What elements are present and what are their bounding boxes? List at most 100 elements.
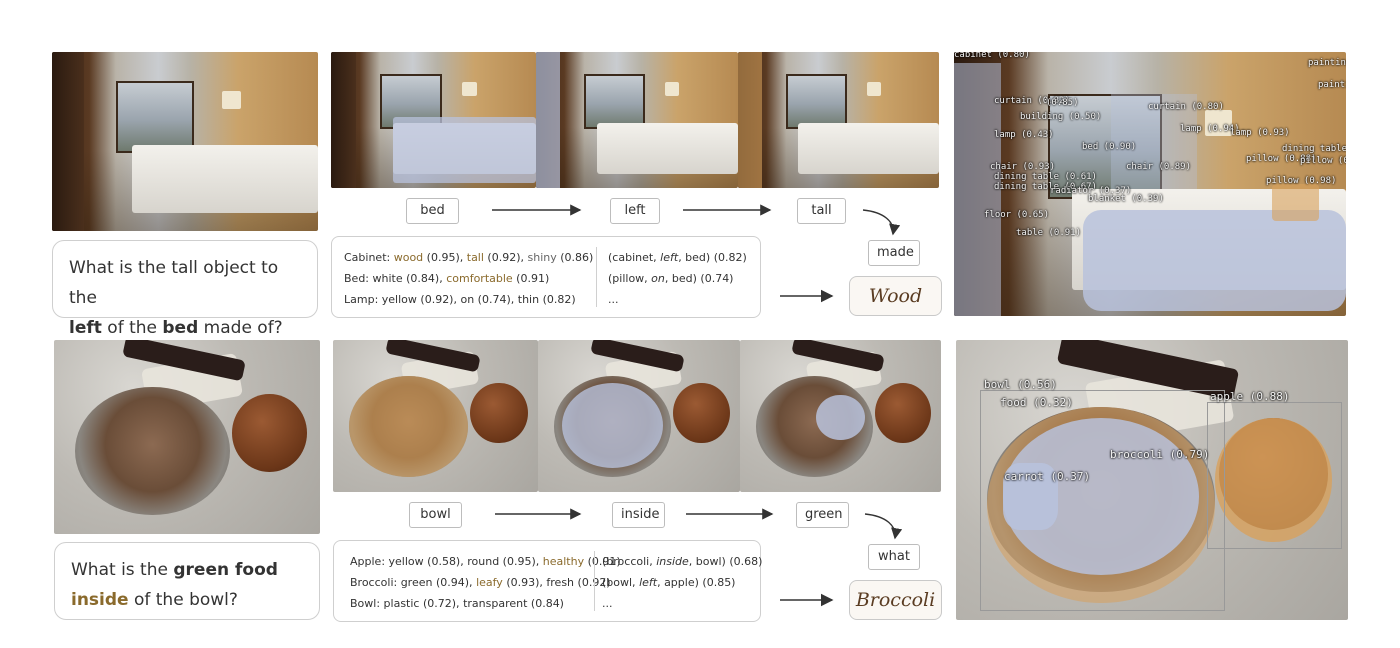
attr-value: green: [400, 576, 433, 589]
row2-step-bowl: bowl: [409, 502, 462, 528]
row1-input-photo: [52, 52, 318, 231]
row2-arrow-curve: [864, 513, 903, 540]
row2-segmentation-photo: bowl (0.56) food (0.32) apple (0.88) bro…: [956, 340, 1348, 620]
relation-close: , bed): [678, 251, 711, 264]
attr-value: shiny: [527, 251, 557, 264]
row1-relation-line: (cabinet, left, bed) (0.82): [608, 247, 747, 268]
row2-question-prefix: What is the: [71, 560, 174, 580]
row2-answer-box: Broccoli: [849, 580, 942, 620]
detection-label: carrot (0.37): [1004, 470, 1091, 483]
detection-label: food (0.32): [1000, 396, 1073, 409]
attr-score: (0.92),: [483, 251, 528, 264]
detection-label: pillow (0.8: [1300, 156, 1346, 166]
attr-object-name: Bowl:: [350, 597, 381, 610]
row1-answer-box: Wood: [849, 276, 942, 316]
detection-label: dining table (0.67): [994, 182, 1097, 192]
row2-question-word-inside: inside: [71, 590, 129, 610]
attr-score: (0.94),: [432, 576, 477, 589]
attr-score: (0.84),: [402, 272, 447, 285]
attr-score: (0.58),: [423, 555, 468, 568]
row2-question-word-green-food: green food: [173, 560, 278, 580]
relation-predicate: left: [660, 251, 679, 264]
relation-score: (0.68): [725, 555, 763, 568]
detection-label: bed (0.90): [1082, 142, 1137, 152]
row1-step-bed: bed: [406, 198, 459, 224]
row1-question-mid: of the: [101, 318, 163, 338]
attr-score: (0.86): [556, 251, 594, 264]
relation-open: (bowl,: [602, 576, 640, 589]
attr-value: plastic: [383, 597, 420, 610]
row2-step-image-inside: [538, 340, 740, 492]
row1-relation-line: ...: [608, 289, 747, 310]
detection-label: pillow (0.88): [1246, 154, 1317, 164]
attr-value: white: [372, 272, 403, 285]
attr-score: (0.91): [584, 555, 621, 568]
attr-object-name: Broccoli:: [350, 576, 398, 589]
detection-label: lamp (0.43): [994, 130, 1054, 140]
row2-input-photo: [54, 340, 320, 534]
row1-step-left: left: [610, 198, 660, 224]
attr-value: wood: [393, 251, 424, 264]
attr-score: (0.84): [527, 597, 564, 610]
detection-label: chair (0.89): [1126, 162, 1192, 172]
relation-open: (pillow,: [608, 272, 652, 285]
row1-arrow-curve: [862, 209, 901, 236]
attr-object-name: Bed:: [344, 272, 370, 285]
detection-label: cabinet (0.80): [954, 52, 1030, 60]
row1-attr-line: Bed: white (0.84), comfortable (0.91): [344, 268, 593, 289]
attr-value: on: [460, 293, 475, 306]
detection-label: curtain (0.82): [994, 96, 1070, 106]
relation-score: (0.85): [698, 576, 736, 589]
attr-score: (0.92),: [416, 293, 461, 306]
row1-attributes-box: Cabinet: wood (0.95), tall (0.92), shiny…: [331, 236, 761, 318]
relation-close: , bowl): [688, 555, 726, 568]
detection-label: dining table (0.61): [994, 172, 1097, 182]
relation-predicate: inside: [656, 555, 689, 568]
detection-label: (0.85): [1046, 98, 1079, 108]
relation-ellipsis: ...: [602, 597, 613, 610]
attr-value: round: [467, 555, 500, 568]
attr-object-name: Lamp:: [344, 293, 379, 306]
detection-label: painting: [1318, 80, 1346, 90]
attr-value: fresh: [546, 576, 575, 589]
row2-attr-line: Broccoli: green (0.94), leafy (0.93), fr…: [350, 572, 621, 593]
attr-score: (0.95),: [499, 555, 543, 568]
detection-label: lamp (0.94): [1180, 124, 1240, 134]
row1-step-tall: tall: [797, 198, 846, 224]
relation-ellipsis: ...: [608, 293, 619, 306]
row2-attributes-box: Apple: yellow (0.58), round (0.95), heal…: [333, 540, 763, 622]
row1-question-word-bed: bed: [162, 318, 199, 338]
row2-question-box: What is the green food inside of the bow…: [54, 542, 320, 620]
attr-score: (0.82): [539, 293, 576, 306]
relation-score: (0.74): [696, 272, 734, 285]
row1-question-box: What is the tall object to the left of t…: [52, 240, 318, 338]
detection-label: broccoli (0.79): [1110, 448, 1210, 461]
detection-label: chair (0.93): [990, 162, 1056, 172]
attr-value: comfortable: [446, 272, 513, 285]
row2-step-inside: inside: [612, 502, 665, 528]
row1-relation-line: (pillow, on, bed) (0.74): [608, 268, 747, 289]
row2-relation-line: (bowl, left, apple) (0.85): [602, 572, 762, 593]
row1-segmentation-photo: cabinet (0.80) curtain (0.82) (0.85) bui…: [954, 52, 1346, 316]
attr-value: leafy: [476, 576, 503, 589]
row1-question-suffix: made of?: [198, 318, 283, 338]
row2-step-green: green: [796, 502, 849, 528]
row1-step-made: made: [868, 240, 920, 266]
row1-attr-line: Lamp: yellow (0.92), on (0.74), thin (0.…: [344, 289, 593, 310]
row1-step-image-bed: [331, 52, 536, 188]
attr-score: (0.72),: [419, 597, 464, 610]
row2-question-suffix: of the bowl?: [128, 590, 238, 610]
attr-score: (0.93),: [502, 576, 547, 589]
row2-attr-line: Bowl: plastic (0.72), transparent (0.84): [350, 593, 621, 614]
attr-value: healthy: [542, 555, 585, 568]
row1-step-image-left: [536, 52, 738, 188]
attr-value: transparent: [463, 597, 528, 610]
attr-value: thin: [517, 293, 540, 306]
detection-label: bowl (0.56): [984, 378, 1057, 391]
detection-label: dining table (0.6: [1282, 144, 1346, 154]
detection-label: lamp (0.93): [1230, 128, 1290, 138]
detection-label: floor (0.65): [984, 210, 1050, 220]
row2-step-what: what: [868, 544, 920, 570]
detection-label: painting: [1308, 58, 1346, 68]
